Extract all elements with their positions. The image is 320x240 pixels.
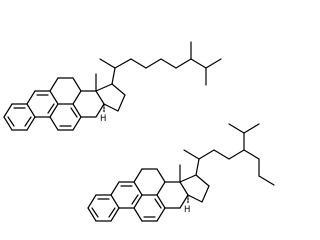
structure-2-ring-a	[87, 194, 120, 222]
structure-1-stereo-h-label: H	[100, 114, 106, 124]
structure-1-ring-e	[95, 83, 126, 112]
structure-2-ring-d	[133, 168, 189, 209]
structure-2-ring-b	[110, 181, 143, 209]
structure-1-side-chain	[99, 41, 222, 86]
structure-2-stereo-h-label: H	[184, 205, 190, 215]
structure-1-ring-c	[49, 103, 82, 131]
structure-1: H	[3, 41, 222, 131]
structure-1-ring-d	[49, 77, 105, 118]
chemical-structures-figure: H	[3, 41, 275, 222]
structure-1-ring-b	[26, 90, 59, 118]
structure-2-side-chain	[183, 123, 275, 186]
structure-2: H	[87, 123, 275, 222]
structure-1-ring-a	[3, 103, 36, 131]
structure-2-ring-c	[133, 194, 166, 222]
structure-2-ring-e	[179, 174, 210, 203]
